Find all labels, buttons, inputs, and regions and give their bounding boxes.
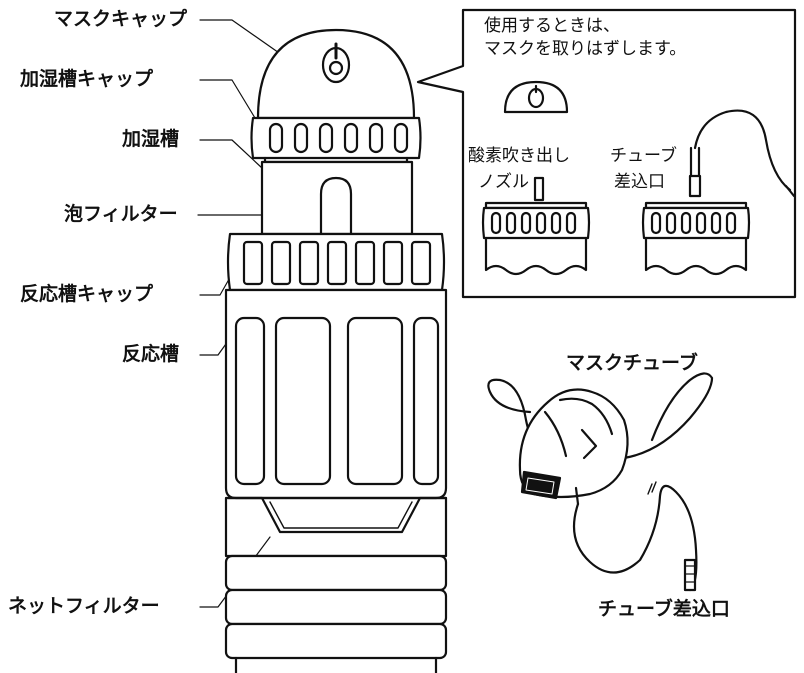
label-humidifier: 加湿槽 (122, 128, 180, 150)
mask-cap-part (256, 28, 416, 120)
net-filter-part (224, 496, 448, 673)
reactor-cap-part (226, 232, 446, 292)
callout-inlet-label-2: 差込口 (614, 172, 665, 192)
callout-nozzle-label-1: 酸素吹き出し (468, 146, 570, 166)
callout-box (416, 8, 797, 299)
label-tube-inlet: チューブ差込口 (598, 598, 730, 620)
reactor-part (224, 288, 448, 500)
humidifier-part (260, 160, 414, 236)
label-mask-tube: マスクチューブ (566, 352, 698, 374)
label-humidifier-cap: 加湿槽キャップ (20, 68, 154, 90)
label-reactor-cap: 反応槽キャップ (20, 283, 154, 305)
label-reactor: 反応槽 (122, 343, 180, 365)
callout-text-line1: 使用するときは、 (484, 16, 620, 36)
callout-nozzle-label-2: ノズル (478, 172, 529, 192)
humidifier-cap-part (250, 116, 422, 164)
label-net-filter: ネットフィルター (8, 595, 160, 617)
label-foam-filter: 泡フィルター (64, 203, 178, 225)
callout-inlet-label-1: チューブ (610, 146, 677, 166)
callout-text-line2: マスクを取りはずします。 (484, 39, 687, 59)
mask-with-tube (487, 372, 714, 592)
label-mask-cap: マスクキャップ (54, 8, 188, 30)
leader-lines (197, 19, 306, 608)
